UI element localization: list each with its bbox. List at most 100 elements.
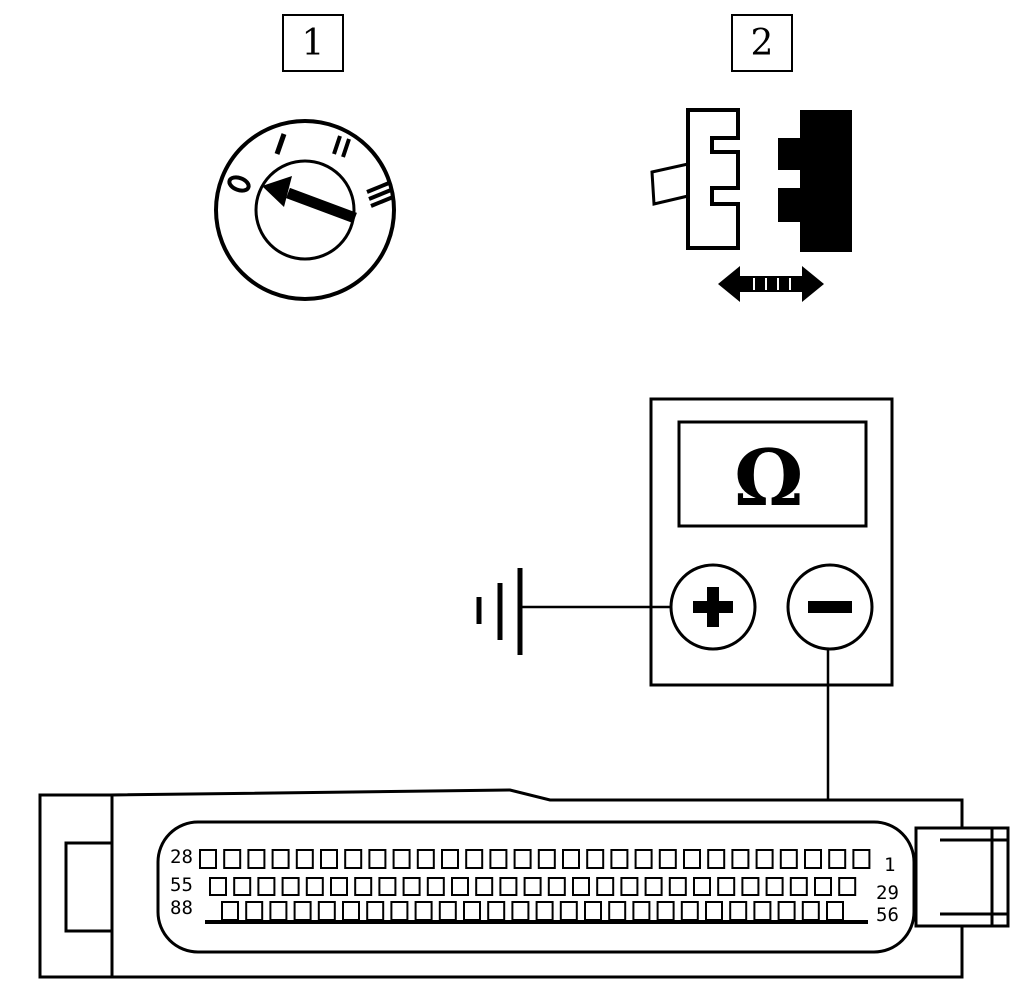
pin-socket <box>683 849 701 869</box>
connector-disconnect-icon <box>650 108 852 302</box>
pin-socket <box>221 901 239 921</box>
pin-socket <box>438 901 457 921</box>
row-3-left-label: 88 <box>170 897 193 919</box>
pin-socket <box>755 849 774 869</box>
pin-socket <box>281 877 300 896</box>
pin-socket <box>731 849 750 869</box>
pin-socket <box>523 877 542 896</box>
pin-socket <box>426 877 445 896</box>
pin-socket <box>535 901 554 921</box>
row-1-left-label: 28 <box>170 846 193 868</box>
pin-socket <box>257 877 276 896</box>
pin-socket <box>317 901 336 921</box>
pin-socket <box>441 849 459 869</box>
pin-socket <box>295 849 314 869</box>
pin-socket <box>271 849 290 869</box>
pin-socket <box>668 877 687 896</box>
row-3-right-label: 56 <box>876 904 899 926</box>
pin-socket <box>489 849 508 869</box>
pin-socket <box>680 901 699 921</box>
pin-socket <box>801 901 820 921</box>
pin-socket <box>245 901 264 921</box>
pin-socket <box>717 877 736 896</box>
pin-socket <box>634 849 653 869</box>
pin-socket <box>656 901 675 921</box>
pin-socket <box>632 901 651 921</box>
pin-socket <box>562 849 580 869</box>
pin-socket <box>838 877 857 896</box>
pin-socket <box>596 877 615 896</box>
pin-socket <box>693 877 711 896</box>
pin-socket <box>499 877 518 896</box>
pin-socket <box>392 849 411 869</box>
double-arrow-icon <box>718 266 824 302</box>
pin-socket <box>779 849 798 869</box>
multimeter <box>649 397 894 687</box>
ground-icon <box>476 568 523 655</box>
pin-socket <box>658 849 677 869</box>
pin-socket <box>414 901 433 921</box>
position-mark-I <box>274 133 287 155</box>
minus-terminal <box>786 563 874 651</box>
multimeter-display <box>677 420 868 528</box>
pin-socket <box>199 849 217 869</box>
pin-socket <box>344 849 363 869</box>
pin-socket <box>789 877 808 896</box>
pin-rows <box>199 849 871 921</box>
pin-socket <box>610 849 629 869</box>
pin-socket <box>547 877 566 896</box>
pin-socket <box>644 877 663 896</box>
ignition-switch-icon <box>214 119 396 301</box>
step-1-label: 1 <box>282 14 344 72</box>
row-2-right-label: 29 <box>876 882 899 904</box>
row-2-left-label: 55 <box>170 874 193 896</box>
pin-socket <box>586 849 605 869</box>
row-1-right-label: 1 <box>884 854 896 876</box>
pin-socket <box>402 877 421 896</box>
pin-socket <box>223 849 242 869</box>
pin-socket <box>330 877 348 896</box>
pin-socket <box>233 877 252 896</box>
ecu-connector <box>38 788 1010 979</box>
pin-socket <box>465 849 484 869</box>
pin-socket <box>354 877 373 896</box>
position-mark-III <box>366 181 394 208</box>
pin-socket <box>852 849 871 869</box>
pin-socket <box>463 901 481 921</box>
pin-socket <box>777 901 796 921</box>
pin-socket <box>305 877 324 896</box>
pin-socket <box>584 901 602 921</box>
pin-socket <box>537 849 556 869</box>
pin-socket <box>293 901 312 921</box>
pin-socket <box>705 901 723 921</box>
pin-socket <box>416 849 435 869</box>
pin-socket <box>753 901 772 921</box>
pin-socket <box>368 849 387 869</box>
pin-socket <box>559 901 578 921</box>
pin-socket <box>247 849 266 869</box>
pin-socket <box>572 877 590 896</box>
pin-socket <box>320 849 338 869</box>
pin-socket <box>707 849 726 869</box>
position-mark-II <box>332 135 351 158</box>
step-2-label: 2 <box>731 14 793 72</box>
pin-socket <box>487 901 506 921</box>
position-mark-0 <box>227 175 251 193</box>
plus-terminal <box>669 563 757 651</box>
pin-socket <box>620 877 639 896</box>
pin-socket <box>378 877 397 896</box>
pin-socket <box>475 877 494 896</box>
pin-socket <box>765 877 784 896</box>
pin-socket <box>826 901 844 921</box>
pin-socket <box>451 877 469 896</box>
pin-socket <box>511 901 530 921</box>
pin-socket <box>814 877 832 896</box>
pin-socket <box>366 901 385 921</box>
pin-socket <box>269 901 288 921</box>
pin-socket <box>390 901 409 921</box>
pin-socket <box>342 901 360 921</box>
pin-socket <box>729 901 748 921</box>
pin-socket <box>608 901 627 921</box>
pin-socket <box>804 849 822 869</box>
